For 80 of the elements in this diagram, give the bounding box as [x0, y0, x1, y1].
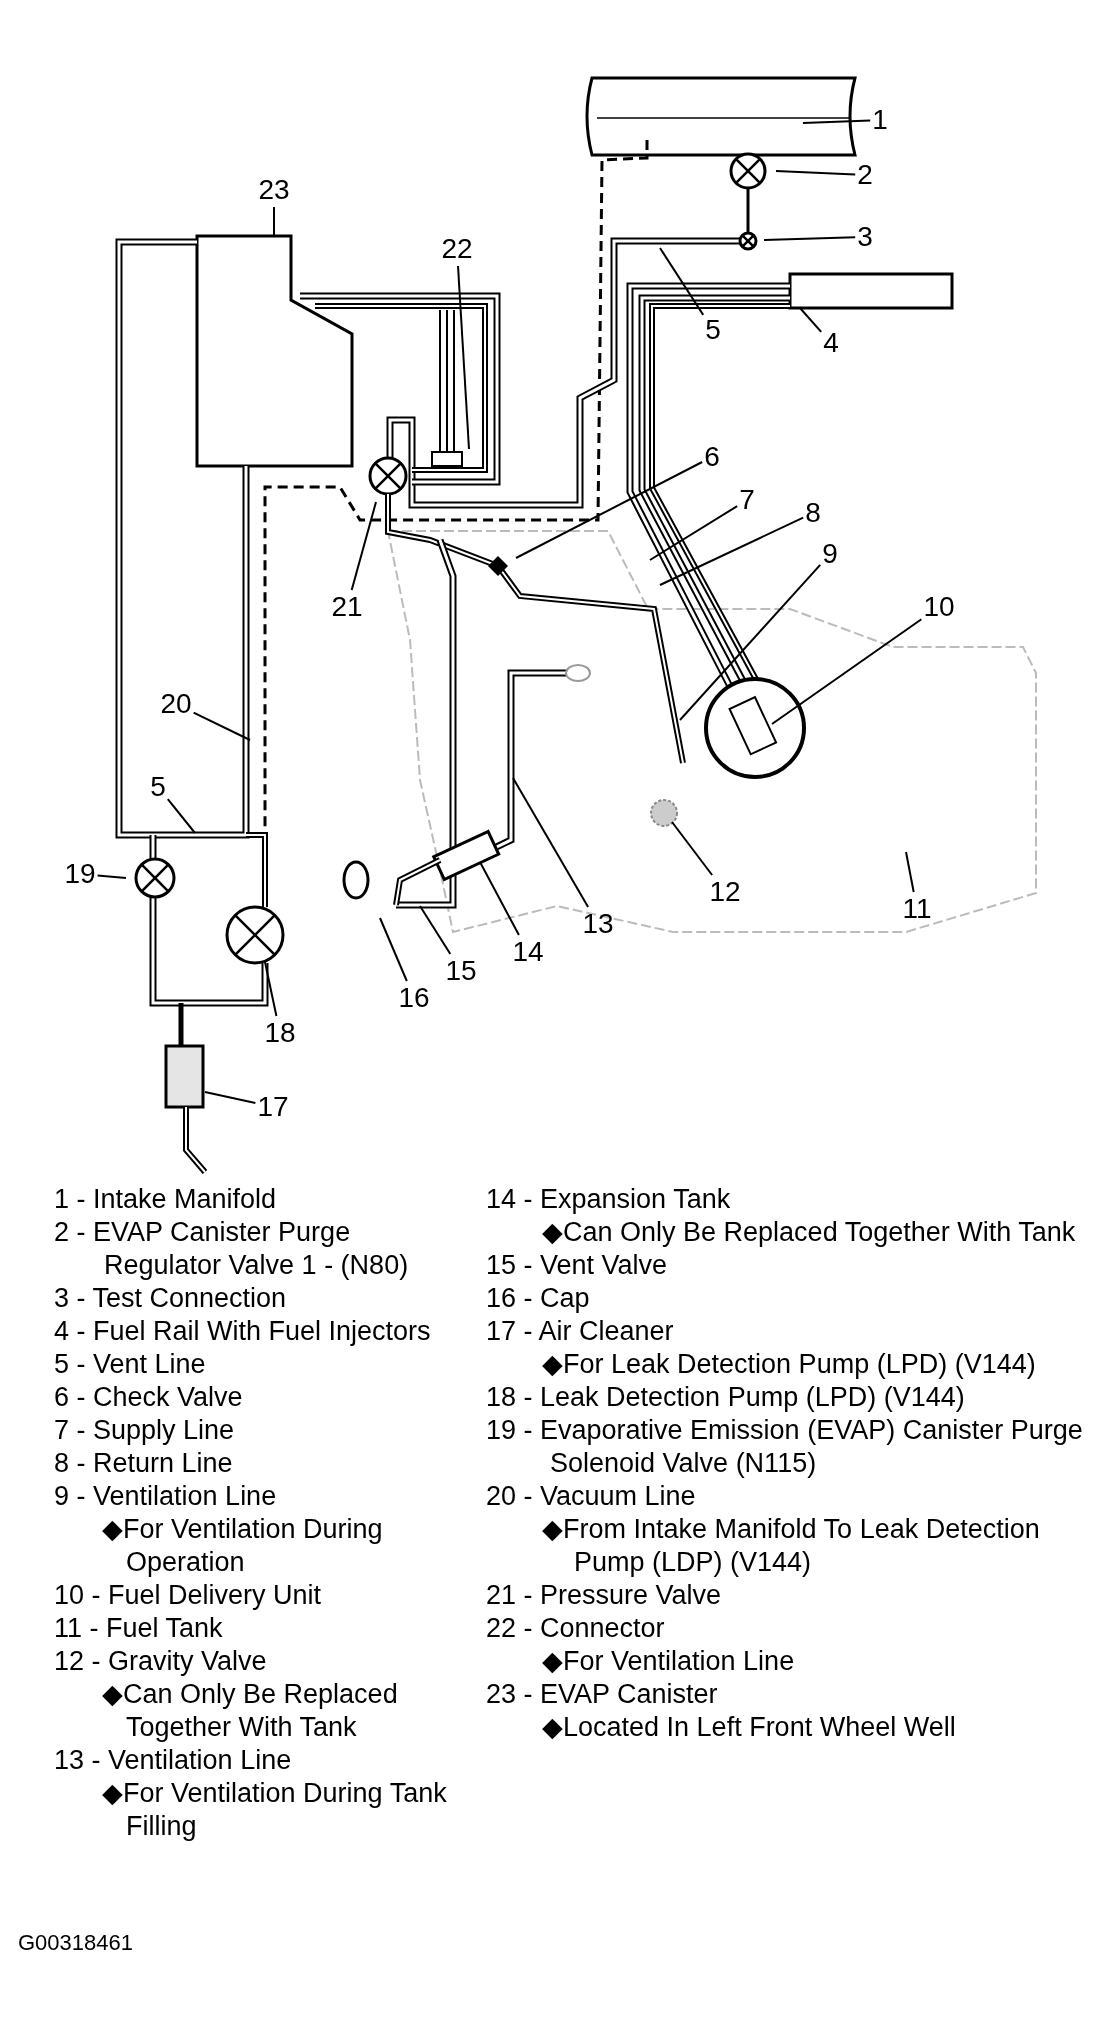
callout-number: 7 [739, 485, 755, 515]
leader-line [273, 206, 275, 237]
callout-number: 1 [872, 105, 888, 135]
leader-line [802, 119, 872, 124]
callout-number: 3 [857, 222, 873, 252]
part-description: 2 - EVAP Canister Purge Regulator Valve 1 - (N80) [54, 1216, 410, 1282]
callout-number: 13 [582, 909, 614, 939]
leader-line [419, 905, 452, 955]
note-text: ◆Located In Left Front Wheel Well [541, 1711, 957, 1744]
callout-number: 2 [857, 160, 873, 190]
part-description: 23 - EVAP Canister [486, 1678, 719, 1711]
note-text: ◆From Intake Manifold To Leak Detection Pump (LDP) (V144) [541, 1513, 1041, 1579]
callout-number: 22 [441, 234, 473, 264]
leader-line [350, 501, 377, 591]
part-description: 5 - Vent Line [54, 1348, 207, 1381]
callout-number: 4 [823, 328, 839, 358]
leader-line [649, 505, 739, 561]
leader-line [671, 821, 714, 876]
part-description: 8 - Return Line [54, 1447, 234, 1480]
part-description: 4 - Fuel Rail With Fuel Injectors [54, 1315, 432, 1348]
note-text: ◆Can Only Be Replaced Together With Tank [101, 1678, 399, 1744]
part-description: 15 - Vent Valve [486, 1249, 669, 1282]
callout-number: 18 [264, 1018, 296, 1048]
note-text: ◆For Ventilation During Operation [101, 1513, 384, 1579]
part-description: 3 - Test Connection [54, 1282, 288, 1315]
callout-number: 12 [709, 877, 741, 907]
leader-line [659, 516, 805, 586]
callout-number: 8 [805, 498, 821, 528]
leader-line [775, 170, 857, 176]
callout-number: 14 [512, 937, 544, 967]
callout-number: 20 [160, 689, 192, 719]
leader-line [771, 618, 923, 725]
leader-line [799, 307, 823, 333]
note-text: ◆Can Only Be Replaced Together With Tank [541, 1216, 1077, 1249]
leader-line [166, 798, 196, 834]
note-text: ◆For Ventilation Line [541, 1645, 796, 1678]
leader-line [264, 961, 278, 1017]
part-description: 20 - Vacuum Line [486, 1480, 697, 1513]
part-description: 22 - Connector [486, 1612, 666, 1645]
note-text: ◆For Ventilation During Tank Filling [101, 1777, 448, 1843]
part-description: 21 - Pressure Valve [486, 1579, 723, 1612]
callout-number: 21 [331, 592, 363, 622]
leader-line [515, 461, 704, 559]
leader-line [192, 711, 251, 741]
callout-number: 19 [64, 859, 96, 889]
leader-line [763, 236, 857, 241]
leader-line [905, 851, 915, 893]
leader-line [379, 917, 408, 982]
callout-number: 16 [398, 983, 430, 1013]
part-description: 9 - Ventilation Line [54, 1480, 278, 1513]
leader-line [512, 777, 590, 908]
leader-line [96, 874, 127, 879]
callout-number: 9 [822, 539, 838, 569]
callout-number: 6 [704, 442, 720, 472]
leader-line [659, 247, 705, 316]
callout-number: 10 [923, 592, 955, 622]
callout-number: 15 [445, 956, 477, 986]
leader-line [479, 861, 520, 936]
callout-number: 23 [258, 175, 290, 205]
leader-line [457, 265, 470, 450]
part-description: 16 - Cap [486, 1282, 591, 1315]
callout-number: 11 [902, 894, 932, 924]
part-description: 7 - Supply Line [54, 1414, 236, 1447]
part-description: 17 - Air Cleaner [486, 1315, 675, 1348]
part-description: 12 - Gravity Valve [54, 1645, 268, 1678]
leader-line [204, 1091, 257, 1105]
part-description: 18 - Leak Detection Pump (LPD) (V144) [486, 1381, 966, 1414]
leader-line [679, 563, 822, 721]
part-description: 11 - Fuel Tank [54, 1612, 224, 1645]
callout-number: 17 [257, 1092, 289, 1122]
part-description: 19 - Evaporative Emission (EVAP) Canister Purge Solenoid Valve (N115) [486, 1414, 1084, 1480]
callout-number: 5 [705, 315, 721, 345]
figure-id: G00318461 [18, 1930, 133, 1956]
part-description: 10 - Fuel Delivery Unit [54, 1579, 323, 1612]
part-description: 1 - Intake Manifold [54, 1183, 278, 1216]
part-description: 13 - Ventilation Line [54, 1744, 293, 1777]
callout-number: 5 [150, 772, 166, 802]
part-description: 6 - Check Valve [54, 1381, 244, 1414]
note-text: ◆For Leak Detection Pump (LPD) (V144) [541, 1348, 1037, 1381]
part-description: 14 - Expansion Tank [486, 1183, 732, 1216]
